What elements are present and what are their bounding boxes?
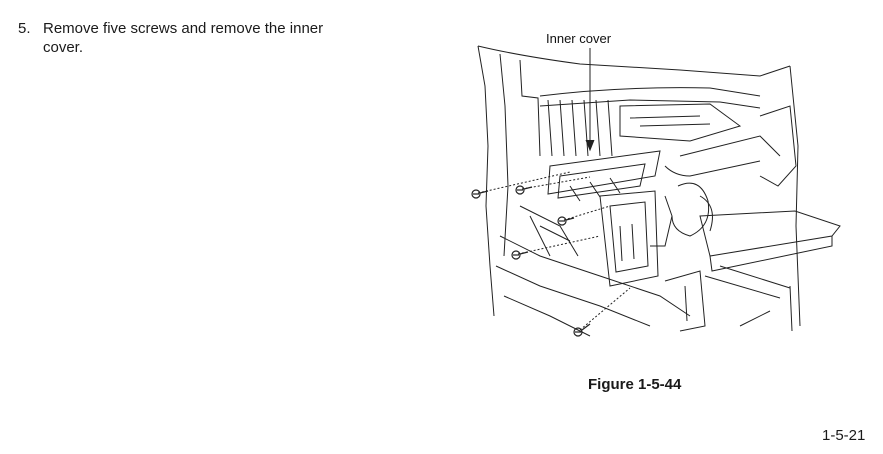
figure-caption: Figure 1-5-44 — [588, 376, 682, 393]
step-number: 5. — [18, 20, 31, 37]
inner-cover-callout: Inner cover — [546, 31, 612, 46]
step-text: Remove five screws and remove the inner … — [43, 20, 324, 56]
figure-illustration — [460, 26, 860, 352]
page-number: 1-5-21 — [822, 427, 866, 444]
